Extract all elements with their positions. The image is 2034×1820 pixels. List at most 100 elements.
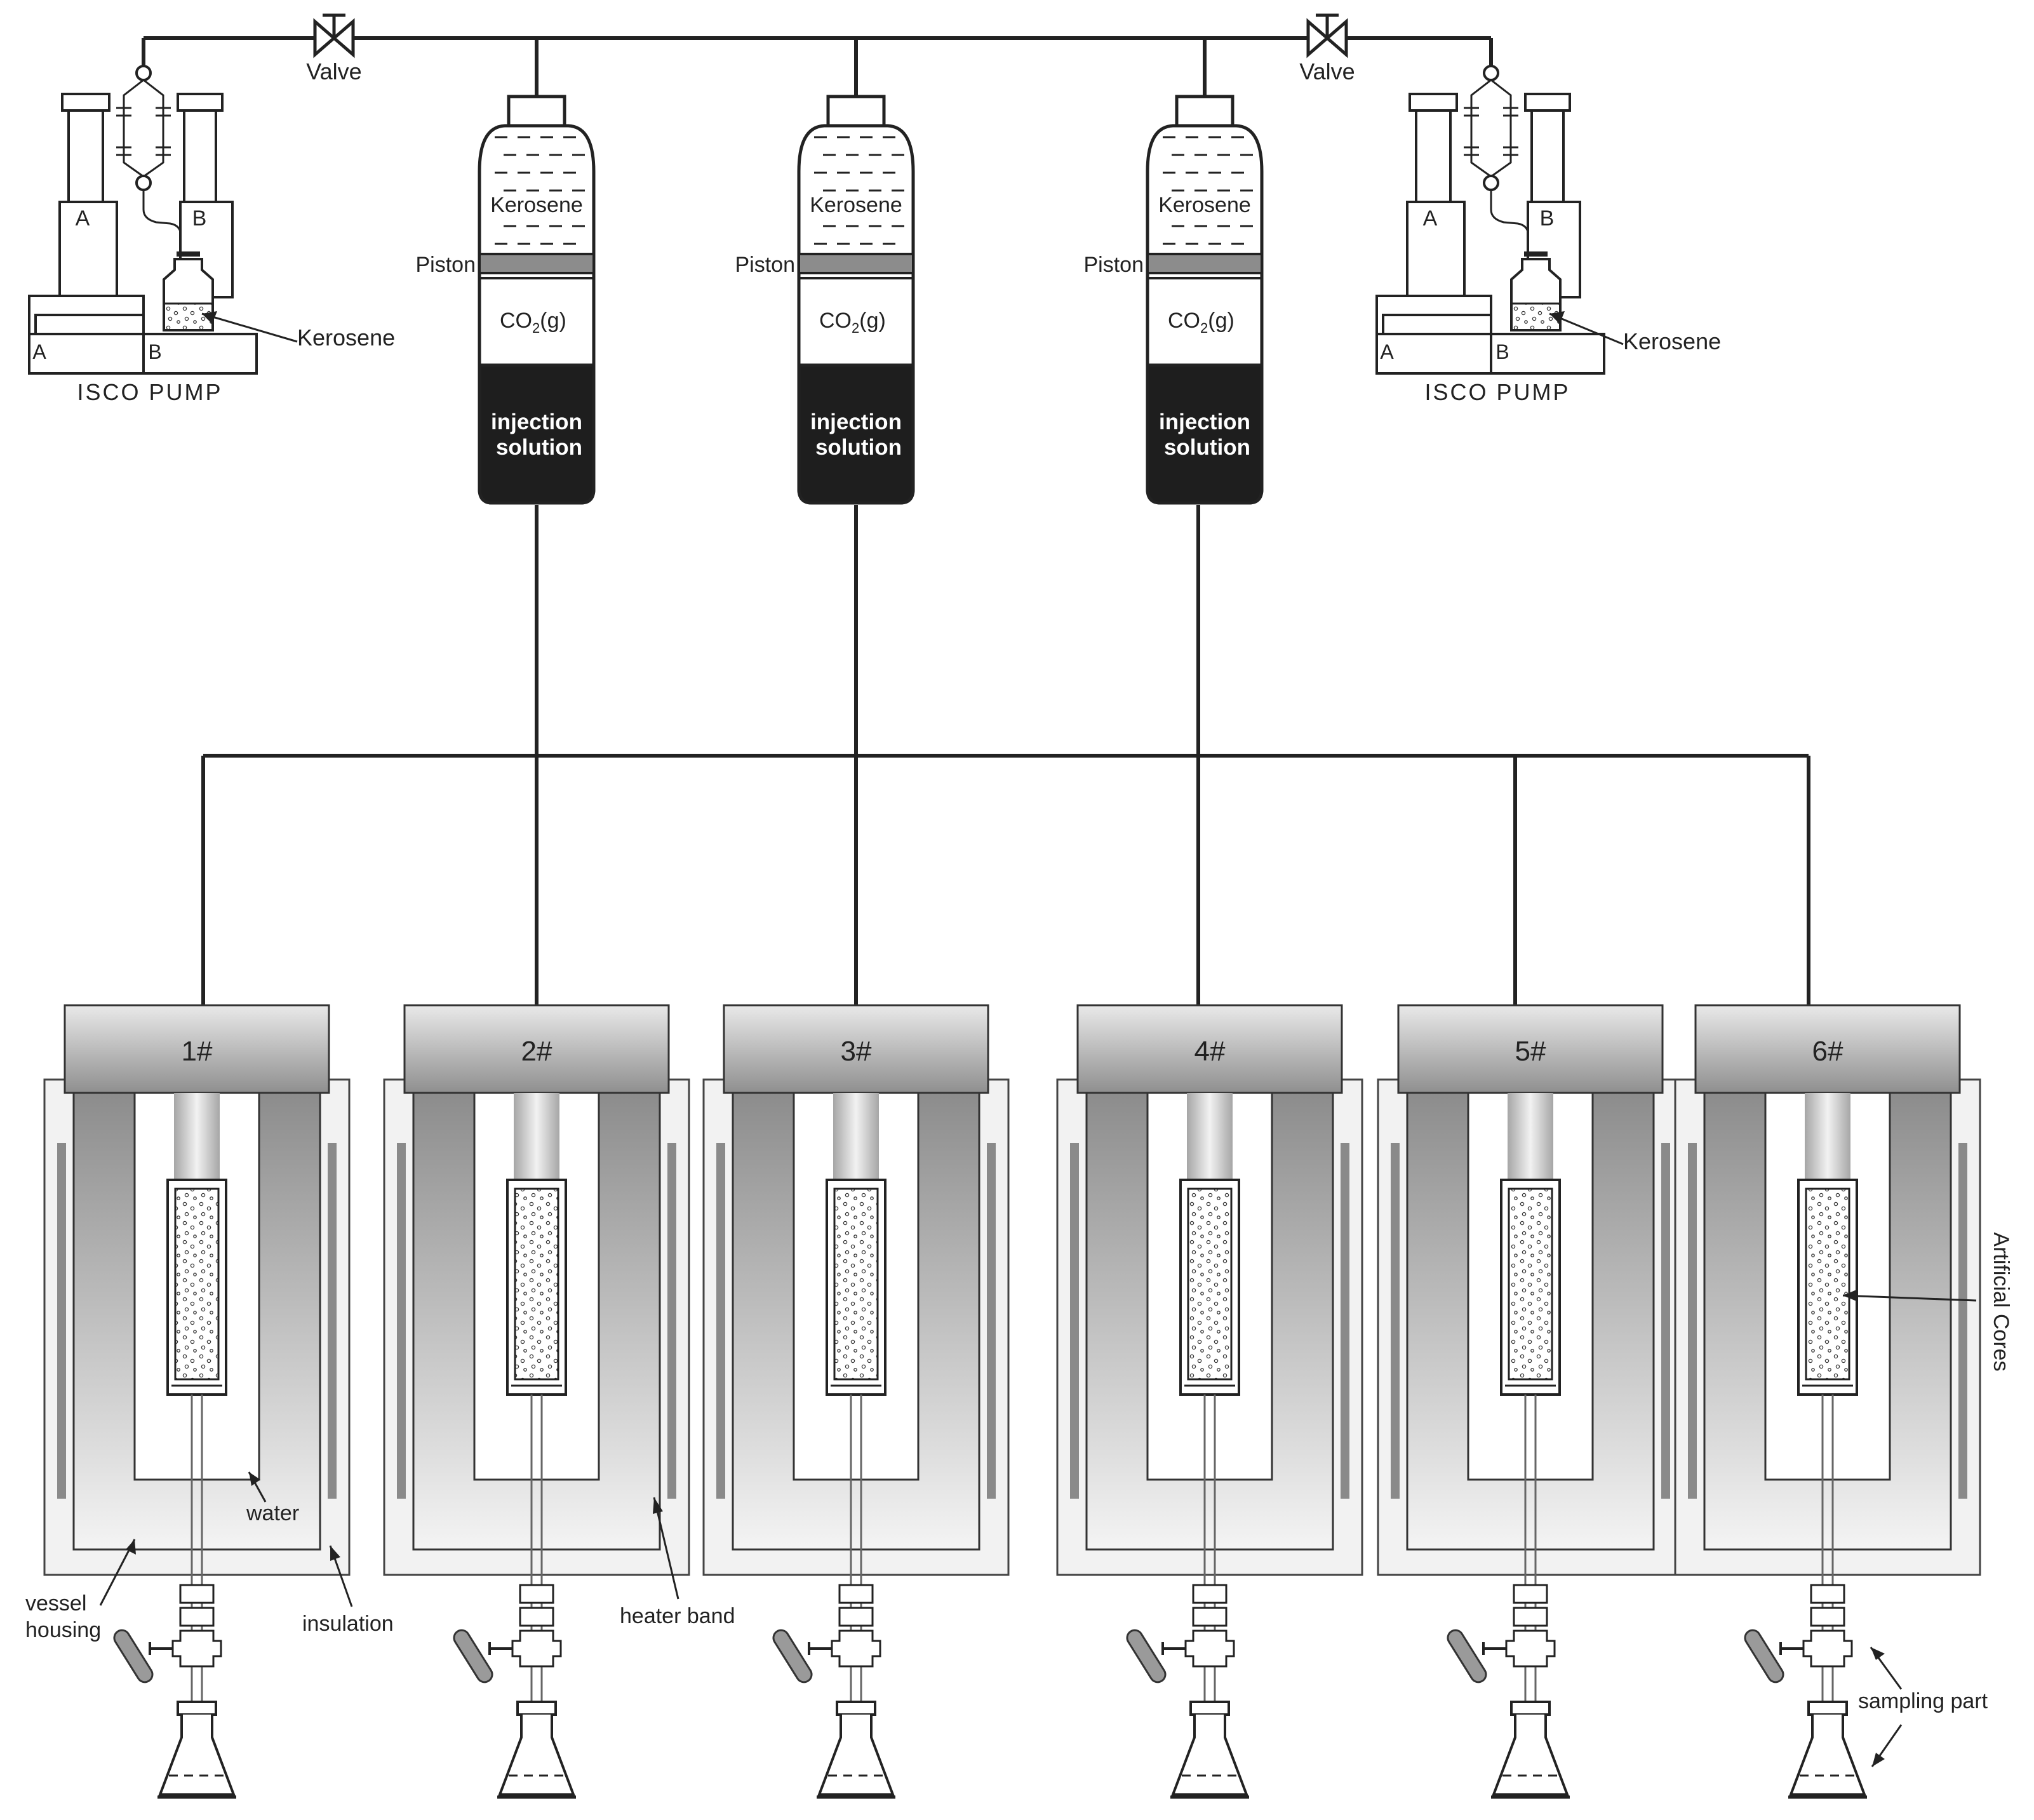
artificial-core xyxy=(1187,1188,1233,1381)
artificial-core xyxy=(514,1188,559,1381)
reactor-stem xyxy=(1187,1093,1233,1188)
fitting-lower xyxy=(519,1607,554,1627)
valve-handle-icon[interactable] xyxy=(1445,1628,1506,1685)
reactor-array: 1#2#3#4#5#6# xyxy=(43,1004,1981,1799)
kerosene-liquid-marks xyxy=(814,136,904,245)
kerosene-left-arrow xyxy=(201,312,298,343)
vessel-housing-label-line1: vessel xyxy=(25,1591,86,1616)
fitting-lower xyxy=(838,1607,874,1627)
collection-flask-icon xyxy=(1170,1701,1249,1799)
injection-label-line1: injection xyxy=(1159,410,1250,434)
artificial-cores-label: Artificial Cores xyxy=(1989,1232,2013,1371)
kerosene-left-label: Kerosene xyxy=(297,325,395,351)
valve-handle-icon[interactable] xyxy=(111,1628,173,1685)
sampling-valve[interactable] xyxy=(171,1629,222,1668)
artificial-core xyxy=(1805,1188,1850,1381)
injection-solution-fill xyxy=(797,363,915,505)
outlet-tube xyxy=(191,1395,203,1727)
reactor-cap[interactable] xyxy=(723,1004,989,1094)
sampling-valve[interactable] xyxy=(511,1629,562,1668)
piston-containers: KerosenePistonCO2(g)injectionsolutionKer… xyxy=(416,38,1264,505)
heater-band-arrow xyxy=(653,1497,679,1600)
fitting-upper xyxy=(1513,1584,1548,1604)
outlet-tube xyxy=(1524,1395,1537,1727)
isco-pump-right-label: ISCO PUMP xyxy=(1424,379,1570,405)
collection-flask-icon xyxy=(817,1701,895,1799)
sampling-valve[interactable] xyxy=(1802,1629,1853,1668)
fitting-upper xyxy=(838,1584,874,1604)
reactor-unit: 4# xyxy=(1056,1004,1363,1799)
fitting-lower xyxy=(1810,1607,1845,1627)
heater-band-left xyxy=(1688,1143,1697,1499)
container-piston-label: Piston xyxy=(1084,253,1144,277)
kerosene-right-arrowhead xyxy=(1549,311,1565,324)
kerosene-left-arrowhead xyxy=(202,311,217,324)
pump-right-base-b-label: B xyxy=(1495,340,1509,363)
reactor-id-label: 1# xyxy=(182,1036,213,1067)
piston-disc xyxy=(798,253,914,274)
injection-solution-fill xyxy=(1146,363,1264,505)
container-kerosene-label: Kerosene xyxy=(1158,193,1251,217)
outlet-tube xyxy=(530,1395,543,1727)
fitting-lower xyxy=(1513,1607,1548,1627)
vessel-housing-label-line2: housing xyxy=(25,1618,101,1642)
valve-handle-icon[interactable] xyxy=(770,1628,832,1685)
isco-pump-left-label: ISCO PUMP xyxy=(77,379,222,405)
fitting-lower xyxy=(1192,1607,1228,1627)
container-piston-label: Piston xyxy=(416,253,476,277)
reactor-cap[interactable] xyxy=(403,1004,670,1094)
outlet-tube xyxy=(1821,1395,1834,1727)
valve-handle-icon[interactable] xyxy=(1124,1628,1186,1685)
injection-label-line2: solution xyxy=(1164,435,1250,460)
heater-band-right xyxy=(1661,1143,1670,1499)
reactor-id-label: 4# xyxy=(1194,1036,1226,1067)
fitting-lower xyxy=(179,1607,215,1627)
sampling-valve[interactable] xyxy=(831,1629,881,1668)
pump-right-base-a-label: A xyxy=(1380,340,1394,363)
container-cap xyxy=(1175,95,1234,128)
collection-flask-icon xyxy=(497,1701,576,1799)
heater-band-right xyxy=(1341,1143,1349,1499)
pump-left-b-label: B xyxy=(192,206,207,231)
water-label: water xyxy=(246,1501,299,1525)
reactor-cap[interactable] xyxy=(1694,1004,1961,1094)
piston-disc xyxy=(1146,253,1263,274)
pump-manifold-icon xyxy=(1464,65,1530,267)
valve-left-label: Valve xyxy=(306,58,361,84)
pump-manifold-icon xyxy=(116,65,182,267)
valve-handle-icon[interactable] xyxy=(451,1628,512,1685)
valve-right-label: Valve xyxy=(1299,58,1355,84)
kerosene-bottle-icon xyxy=(163,251,214,331)
heater-band-right xyxy=(1958,1143,1967,1499)
reactor-cap[interactable] xyxy=(1397,1004,1664,1094)
reactor-unit: 5# xyxy=(1377,1004,1684,1799)
heater-band-label: heater band xyxy=(620,1604,735,1628)
isco-pump-right xyxy=(1375,65,1605,375)
injection-label-line1: injection xyxy=(491,410,582,434)
piston-disc xyxy=(478,253,595,274)
reactor-id-label: 6# xyxy=(1812,1036,1843,1067)
reactor-id-label: 5# xyxy=(1515,1036,1546,1067)
container-co2-label: CO2(g) xyxy=(500,309,566,336)
sampling-valve[interactable] xyxy=(1184,1629,1235,1668)
pump-left-a-label: A xyxy=(76,206,90,231)
reactor-unit: 6# xyxy=(1674,1004,1981,1799)
heater-band-left xyxy=(1391,1143,1400,1499)
container-co2-label: CO2(g) xyxy=(819,309,886,336)
outlet-tube xyxy=(850,1395,862,1727)
heater-band-left xyxy=(57,1143,66,1499)
valve-right[interactable] xyxy=(1306,13,1348,58)
heater-band-right xyxy=(667,1143,676,1499)
valve-left[interactable] xyxy=(313,13,355,58)
valve-handle-icon[interactable] xyxy=(1742,1628,1803,1685)
collection-flask-icon xyxy=(157,1701,236,1799)
top-header-pipe xyxy=(142,36,1493,69)
sampling-part-label: sampling part xyxy=(1858,1689,1988,1713)
reactor-unit: 3# xyxy=(702,1004,1010,1799)
sampling-valve[interactable] xyxy=(1505,1629,1556,1668)
container-cap xyxy=(507,95,566,128)
container-piston-label: Piston xyxy=(735,253,796,277)
